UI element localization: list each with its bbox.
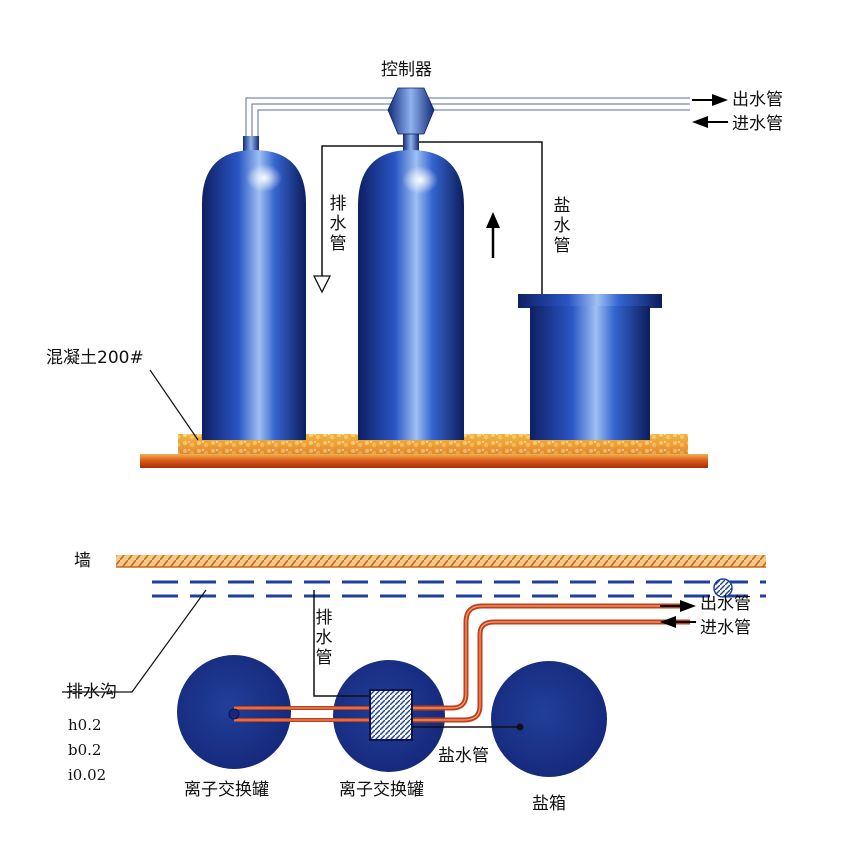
plan-drain-label: 排水管 xyxy=(315,608,333,668)
trench-outlet xyxy=(713,578,733,598)
wall-label: 墙 xyxy=(74,551,91,571)
controller-label: 控制器 xyxy=(381,60,432,80)
plan-salt-box xyxy=(491,661,607,777)
drain-pipe-label: 排水管 xyxy=(329,194,347,254)
brine-pipe-label: 盐水管 xyxy=(553,196,571,256)
salt-box xyxy=(518,294,662,440)
ion-exchange-tank-1 xyxy=(202,136,306,440)
plan-brine-label: 盐水管 xyxy=(438,746,489,766)
plan-brine-pipe xyxy=(412,723,524,731)
brine-flow-arrow xyxy=(486,212,500,258)
concrete-label: 混凝土200# xyxy=(46,348,144,368)
plan-outlet-label: 出水管 xyxy=(700,594,751,614)
inlet-arrow xyxy=(692,116,728,128)
outlet-arrow xyxy=(692,94,728,106)
plan-outlet-arrow xyxy=(660,600,696,612)
trench-spec-h: h0.2 xyxy=(68,716,102,734)
plan-inlet-arrow xyxy=(660,616,696,628)
concrete-leader xyxy=(149,369,199,441)
connecting-pipes xyxy=(228,706,370,722)
tank2-label: 离子交换罐 xyxy=(339,780,424,800)
plan-drain-pipe xyxy=(313,590,370,697)
trench-label: 排水沟 xyxy=(66,682,117,702)
brine-pipe xyxy=(418,141,543,296)
plan-inlet-label: 进水管 xyxy=(700,618,751,638)
trench-spec-b: b0.2 xyxy=(68,741,102,759)
ion-exchange-tank-2 xyxy=(358,134,464,440)
inlet-label: 进水管 xyxy=(732,114,783,134)
drain-pipe xyxy=(312,145,404,294)
trench-leader xyxy=(62,589,207,693)
salt-box-label: 盐箱 xyxy=(532,794,566,814)
controller-valve xyxy=(387,87,435,135)
supply-pipe-bundle xyxy=(245,97,690,144)
wall xyxy=(116,555,766,568)
trench-spec-i: i0.02 xyxy=(68,766,107,784)
plan-supply-pipes xyxy=(410,603,690,723)
drain-trench xyxy=(152,580,766,598)
plan-controller xyxy=(369,689,413,741)
outlet-label: 出水管 xyxy=(732,90,783,110)
tank1-label: 离子交换罐 xyxy=(184,780,269,800)
